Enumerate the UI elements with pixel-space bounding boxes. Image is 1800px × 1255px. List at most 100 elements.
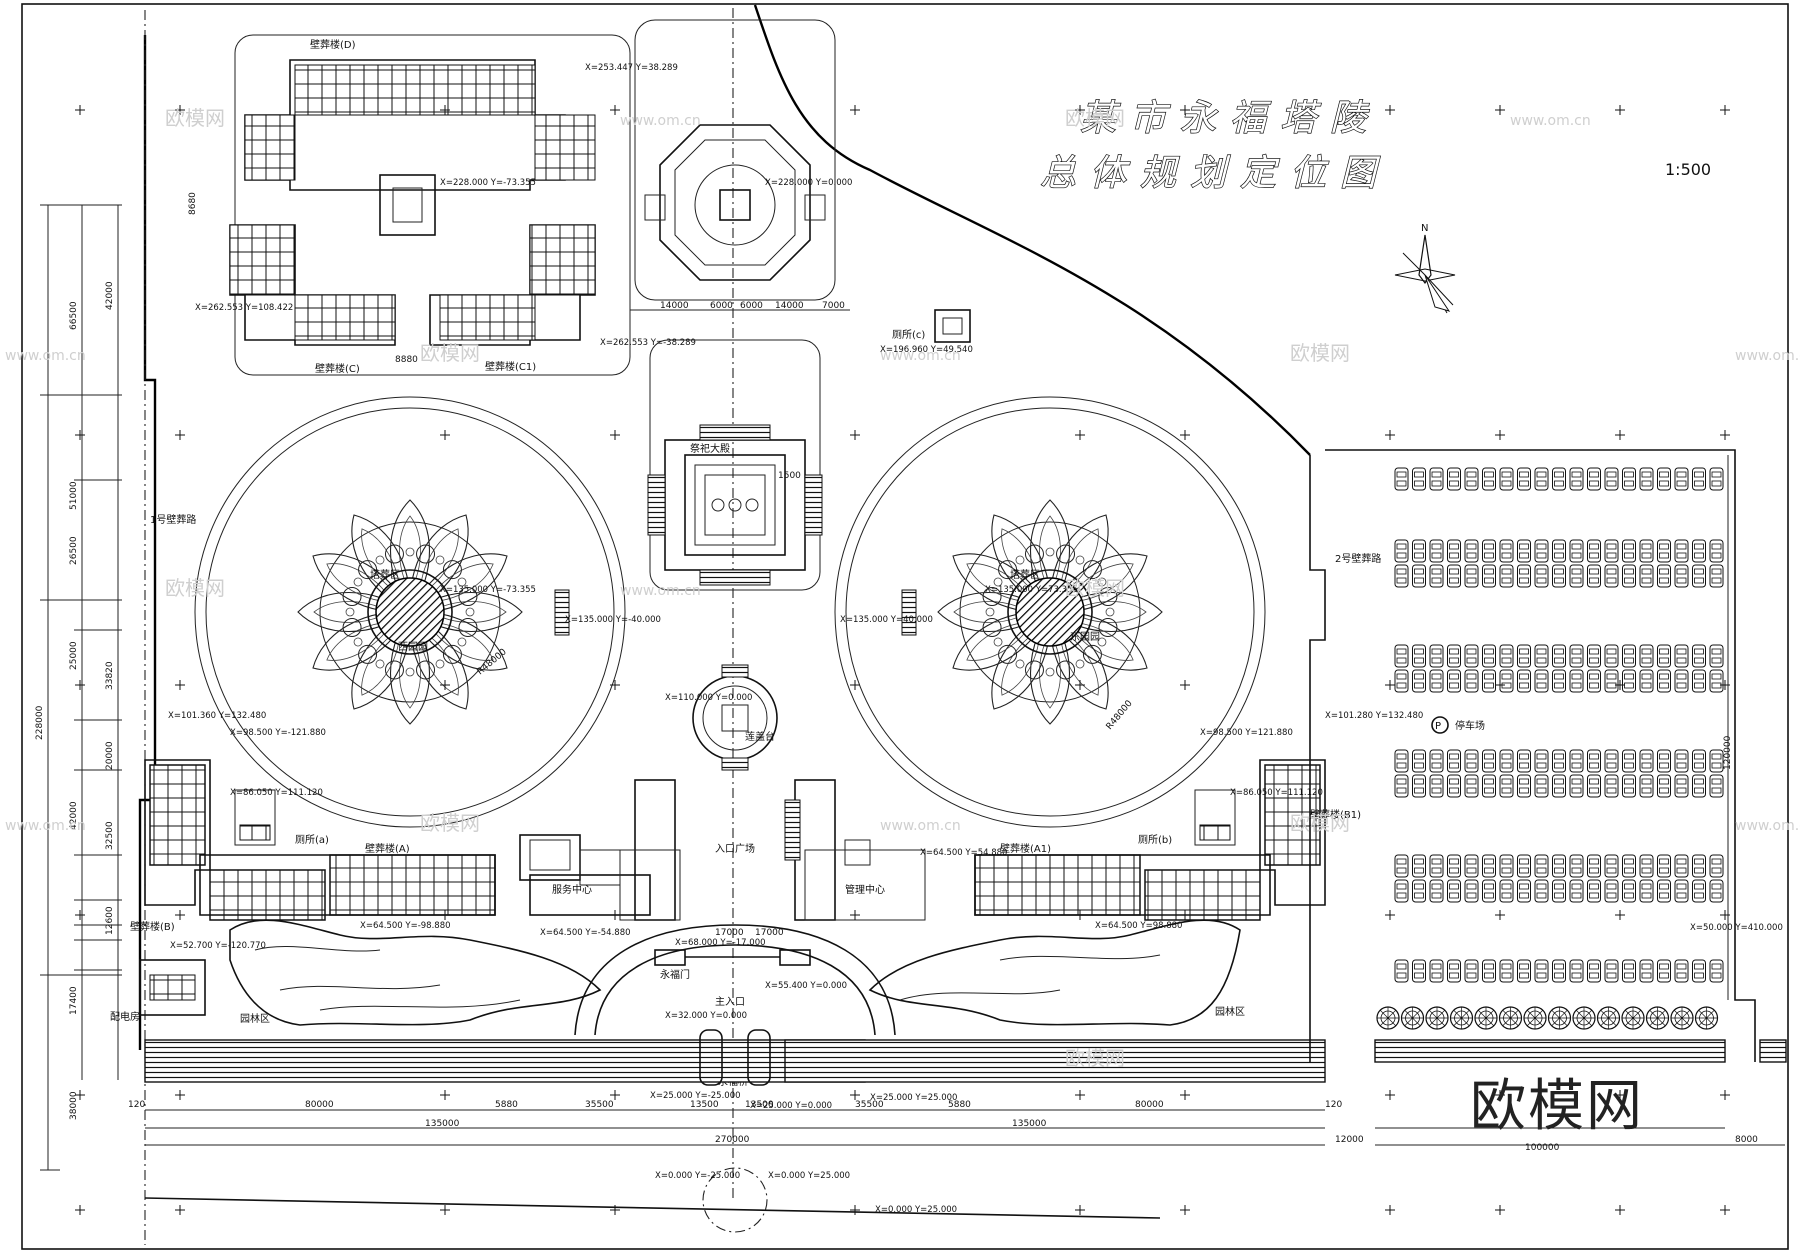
parked-car-icon [1692,959,1706,983]
parked-car-icon [1482,959,1496,983]
coord-27: X=25.000 Y=0.000 [750,1101,832,1111]
parked-car-icon [1394,467,1409,491]
svg-text:www.om.cn: www.om.cn [880,818,961,834]
parked-car-icon [1674,564,1689,588]
coord-10: X=135.000 Y=73.355 [985,585,1078,595]
grid-cross [1074,1089,1086,1101]
parked-car-icon [1692,539,1706,563]
service-center: 服务中心 [519,779,681,921]
parked-car-icon [1429,879,1444,903]
moat-west [144,1039,866,1083]
grid-cross [74,104,86,116]
svg-text:园林区: 园林区 [240,1012,270,1025]
small-tower-plot [384,660,404,680]
parked-car-icon [1709,539,1724,563]
svg-text:14000: 14000 [775,301,804,311]
parked-car-icon [1569,749,1584,773]
label-columbarium-c1: 壁葬楼(C1) [485,360,536,373]
svg-text:欧模网: 欧模网 [1290,811,1350,835]
label-road-1: 1号壁葬路 [150,513,196,526]
svg-text:管理中心: 管理中心 [845,883,885,896]
svg-text:5880: 5880 [948,1100,971,1110]
parked-car-icon [1692,774,1706,798]
grid-cross [1719,1089,1731,1101]
parked-car-icon [1569,879,1584,903]
parked-car-icon [1569,854,1584,878]
parked-car-icon [1394,959,1409,983]
parked-car-icon [1639,564,1654,588]
svg-text:14000: 14000 [660,301,689,311]
small-tower-plot [982,618,1002,638]
grid-cross [849,1204,861,1216]
parked-car-icon [1517,467,1531,491]
west-boundary [138,35,157,1050]
svg-text:欧模网: 欧模网 [1065,1046,1125,1070]
small-tower-plot [1098,586,1118,606]
parked-car-icon [1534,539,1549,563]
parked-car-icon [1429,959,1444,983]
label-main-hall: 祭祀大殿 [690,442,730,455]
parked-car-icon [1604,644,1619,668]
dim-38000: 38000 [69,1091,79,1120]
svg-text:12000: 12000 [1335,1135,1364,1145]
tree-icon [1523,1006,1547,1030]
coord-11: X=110.000 Y=0.000 [665,693,752,703]
coord-9: X=135.000 Y=40.000 [840,615,933,625]
grid-cross [74,679,86,691]
parked-car-icon [1447,749,1461,773]
grid-cross [1494,1204,1506,1216]
grid-cross [1614,104,1626,116]
title-line-1: 某市永福塔陵 [1080,98,1380,139]
dim-12600: 12600 [105,906,115,935]
parked-car-icon [1447,644,1461,668]
grid-cross [1179,679,1191,691]
parked-car-icon [1657,564,1671,588]
parked-car-icon [1622,564,1636,588]
parked-car-icon [1412,854,1426,878]
parked-car-icon [1482,539,1496,563]
parked-car-icon [1692,564,1706,588]
parked-car-icon [1447,564,1461,588]
parked-car-icon [1657,959,1671,983]
parked-car-icon [1692,467,1706,491]
parked-car-icon [1657,854,1671,878]
parked-car-icon [1517,644,1531,668]
west-rockery-garden: 园林区 [229,919,602,1026]
parked-car-icon [1394,669,1409,693]
parked-car-icon [1639,669,1654,693]
parked-car-icon [1482,774,1496,798]
parked-car-icon [1587,539,1601,563]
parked-car-icon [1674,669,1689,693]
parked-car-icon [1657,644,1671,668]
dim-20000: 20000 [105,741,115,770]
parked-car-icon [1587,879,1601,903]
svg-text:www.om.cn: www.om.cn [5,818,86,834]
svg-text:270000: 270000 [715,1135,750,1145]
parked-car-icon [1394,879,1409,903]
parked-car-icon [1587,749,1601,773]
small-tower-plot [358,644,378,664]
grid-cross [1179,1204,1191,1216]
tree-icon [1400,1006,1425,1030]
coord-15: X=98.500 Y=121.880 [1200,728,1293,738]
parking-sign-icon [1431,716,1449,734]
parked-car-icon [1674,749,1689,773]
dim-33820: 33820 [105,661,115,690]
parked-car-icon [1622,644,1636,668]
dim-8880: 8880 [395,355,418,365]
label-columbarium-a1: 壁葬楼(A1) [1000,842,1051,855]
parked-car-icon [1674,959,1689,983]
moat-parking [1374,1039,1726,1063]
parked-car-icon [1622,749,1636,773]
parked-car-icon [1674,879,1689,903]
dim-25000: 25000 [69,641,79,670]
svg-text:5880: 5880 [495,1100,518,1110]
parked-car-icon [1569,644,1584,668]
parked-car-icon [1657,774,1671,798]
parked-car-icon [1604,467,1619,491]
parked-car-icon [1674,539,1689,563]
svg-text:www.om.cn: www.om.cn [1735,818,1800,834]
parked-car-icon [1639,774,1654,798]
parked-car-icon [1639,854,1654,878]
dim-228000: 228000 [35,705,45,740]
